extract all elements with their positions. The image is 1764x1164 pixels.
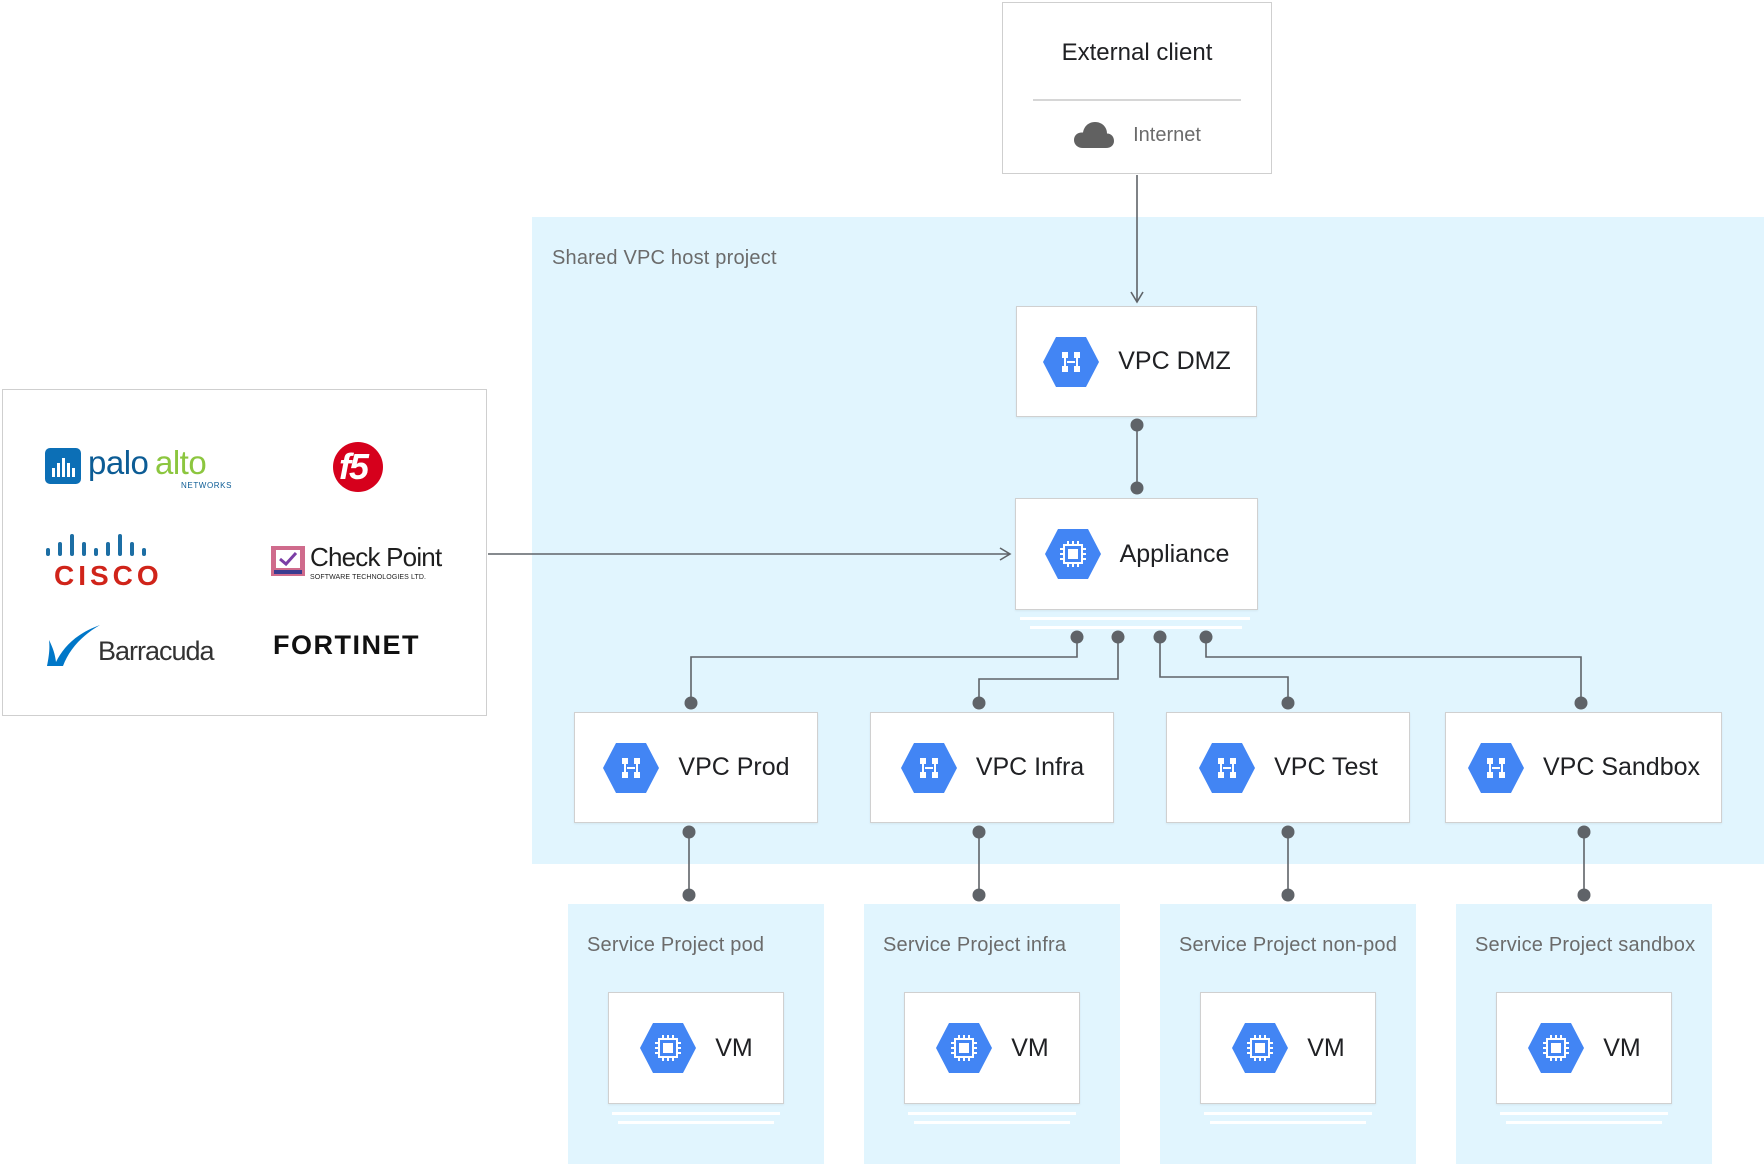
appliance-stack-line: [1030, 626, 1242, 629]
vpc-sandbox-label: VPC Sandbox: [1542, 753, 1701, 781]
cisco-bars-icon: [46, 534, 146, 556]
vpc-prod-card[interactable]: VPC Prod: [574, 712, 818, 823]
paloalto-text-palo: palo: [88, 444, 149, 481]
appliance-to-sandbox-connector: [1205, 637, 1582, 703]
connector-dot: [682, 888, 696, 902]
paloalto-text-alto: alto: [155, 444, 207, 481]
paloalto-logo: palo alto NETWORKS: [45, 444, 235, 490]
connector-dot: [1281, 696, 1295, 710]
vm-stack-line: [612, 1112, 780, 1115]
vm-label: VM: [1307, 1033, 1345, 1062]
compute-engine-icon: [1528, 1023, 1585, 1073]
vpc-network-icon: [1467, 742, 1524, 793]
host-project-label: Shared VPC host project: [552, 247, 777, 269]
service-project-pod-label: Service Project pod: [587, 934, 765, 956]
vpc-dmz-card[interactable]: VPC DMZ: [1016, 306, 1257, 417]
connector-dot: [972, 696, 986, 710]
appliance-card[interactable]: Appliance: [1015, 498, 1258, 610]
cloud-icon: [1074, 122, 1115, 148]
cisco-logo: CISCO: [45, 530, 165, 600]
vpc-network-icon: [1199, 742, 1256, 793]
connector-dot: [682, 825, 696, 839]
vm-stack-line: [618, 1121, 774, 1124]
connector-dot: [972, 888, 986, 902]
checkpoint-mark-icon: [271, 546, 305, 576]
external-client-divider: [1033, 99, 1241, 101]
vpc-test-label: VPC Test: [1274, 753, 1378, 781]
barracuda-text: Barracuda: [98, 636, 215, 666]
connector-dot: [1199, 630, 1213, 644]
vm-card-infra[interactable]: VM: [904, 992, 1080, 1104]
paloalto-subtext: NETWORKS: [181, 481, 233, 490]
compute-engine-icon: [1232, 1023, 1289, 1073]
connector-dot: [1130, 418, 1144, 432]
appliance-to-infra-connector: [978, 637, 1119, 703]
appliance-to-test-connector: [1159, 637, 1289, 703]
vpc-test-card[interactable]: VPC Test: [1166, 712, 1410, 823]
checkpoint-logo: Check Point SOFTWARE TECHNOLOGIES LTD.: [271, 542, 461, 588]
barracuda-fin-icon: [47, 625, 100, 666]
connector-dot: [1577, 825, 1591, 839]
vpc-network-icon: [603, 742, 660, 793]
vm-label: VM: [715, 1033, 753, 1062]
vpc-infra-label: VPC Infra: [975, 753, 1085, 781]
f5-logo: f5: [331, 440, 391, 496]
vm-stack-line: [914, 1121, 1070, 1124]
connector-dot: [1574, 696, 1588, 710]
connector-dot: [1153, 630, 1167, 644]
vm-stack-line: [1210, 1121, 1366, 1124]
appliance-to-prod-connector: [690, 637, 1078, 703]
appliance-stack-line: [1020, 617, 1250, 620]
vendor-logos-box: palo alto NETWORKS f5 CISCO Check Point …: [2, 389, 487, 716]
barracuda-logo: Barracuda: [45, 624, 235, 672]
service-project-non-pod-label: Service Project non-pod: [1179, 934, 1398, 956]
checkpoint-subtext: SOFTWARE TECHNOLOGIES LTD.: [310, 574, 427, 581]
vpc-prod-label: VPC Prod: [678, 753, 790, 781]
f5-text: f5: [339, 446, 369, 487]
connector-dot: [1577, 888, 1591, 902]
connector-dot: [1130, 481, 1144, 495]
compute-engine-icon: [936, 1023, 993, 1073]
vm-label: VM: [1011, 1033, 1049, 1062]
external-client-box[interactable]: External client Internet: [1002, 2, 1272, 174]
checkpoint-text: Check Point: [310, 542, 442, 572]
connector-dot: [1281, 888, 1295, 902]
connector-dot: [1070, 630, 1084, 644]
service-project-sandbox-label: Service Project sandbox: [1475, 934, 1696, 956]
vm-stack-line: [1204, 1112, 1372, 1115]
internet-label: Internet: [1133, 123, 1201, 146]
vm-card-pod[interactable]: VM: [608, 992, 784, 1104]
vm-stack-line: [1506, 1121, 1662, 1124]
appliance-label: Appliance: [1119, 539, 1230, 568]
compute-engine-icon: [640, 1023, 697, 1073]
connector-dot: [1281, 825, 1295, 839]
vpc-network-icon: [1043, 336, 1100, 387]
internet-row: Internet: [1003, 121, 1271, 149]
service-project-infra-label: Service Project infra: [883, 934, 1067, 956]
compute-engine-icon: [1044, 529, 1101, 579]
vm-card-sandbox[interactable]: VM: [1496, 992, 1672, 1104]
vm-label: VM: [1603, 1033, 1641, 1062]
vpc-network-icon: [900, 742, 957, 793]
f5-badge-icon: [333, 442, 383, 492]
vpc-sandbox-card[interactable]: VPC Sandbox: [1445, 712, 1722, 823]
connector-dot: [972, 825, 986, 839]
vpc-infra-card[interactable]: VPC Infra: [870, 712, 1114, 823]
cisco-text: CISCO: [54, 560, 163, 591]
vm-card-non-pod[interactable]: VM: [1200, 992, 1376, 1104]
external-client-title: External client: [1061, 39, 1213, 66]
fortinet-text: FORTINET: [273, 630, 420, 660]
vpc-dmz-label: VPC DMZ: [1118, 347, 1231, 375]
vm-stack-line: [908, 1112, 1076, 1115]
connector-dot: [1111, 630, 1125, 644]
vm-stack-line: [1500, 1112, 1668, 1115]
paloalto-mark-icon: [45, 448, 81, 484]
fortinet-logo: FORTINET: [273, 630, 453, 666]
connector-dot: [684, 696, 698, 710]
